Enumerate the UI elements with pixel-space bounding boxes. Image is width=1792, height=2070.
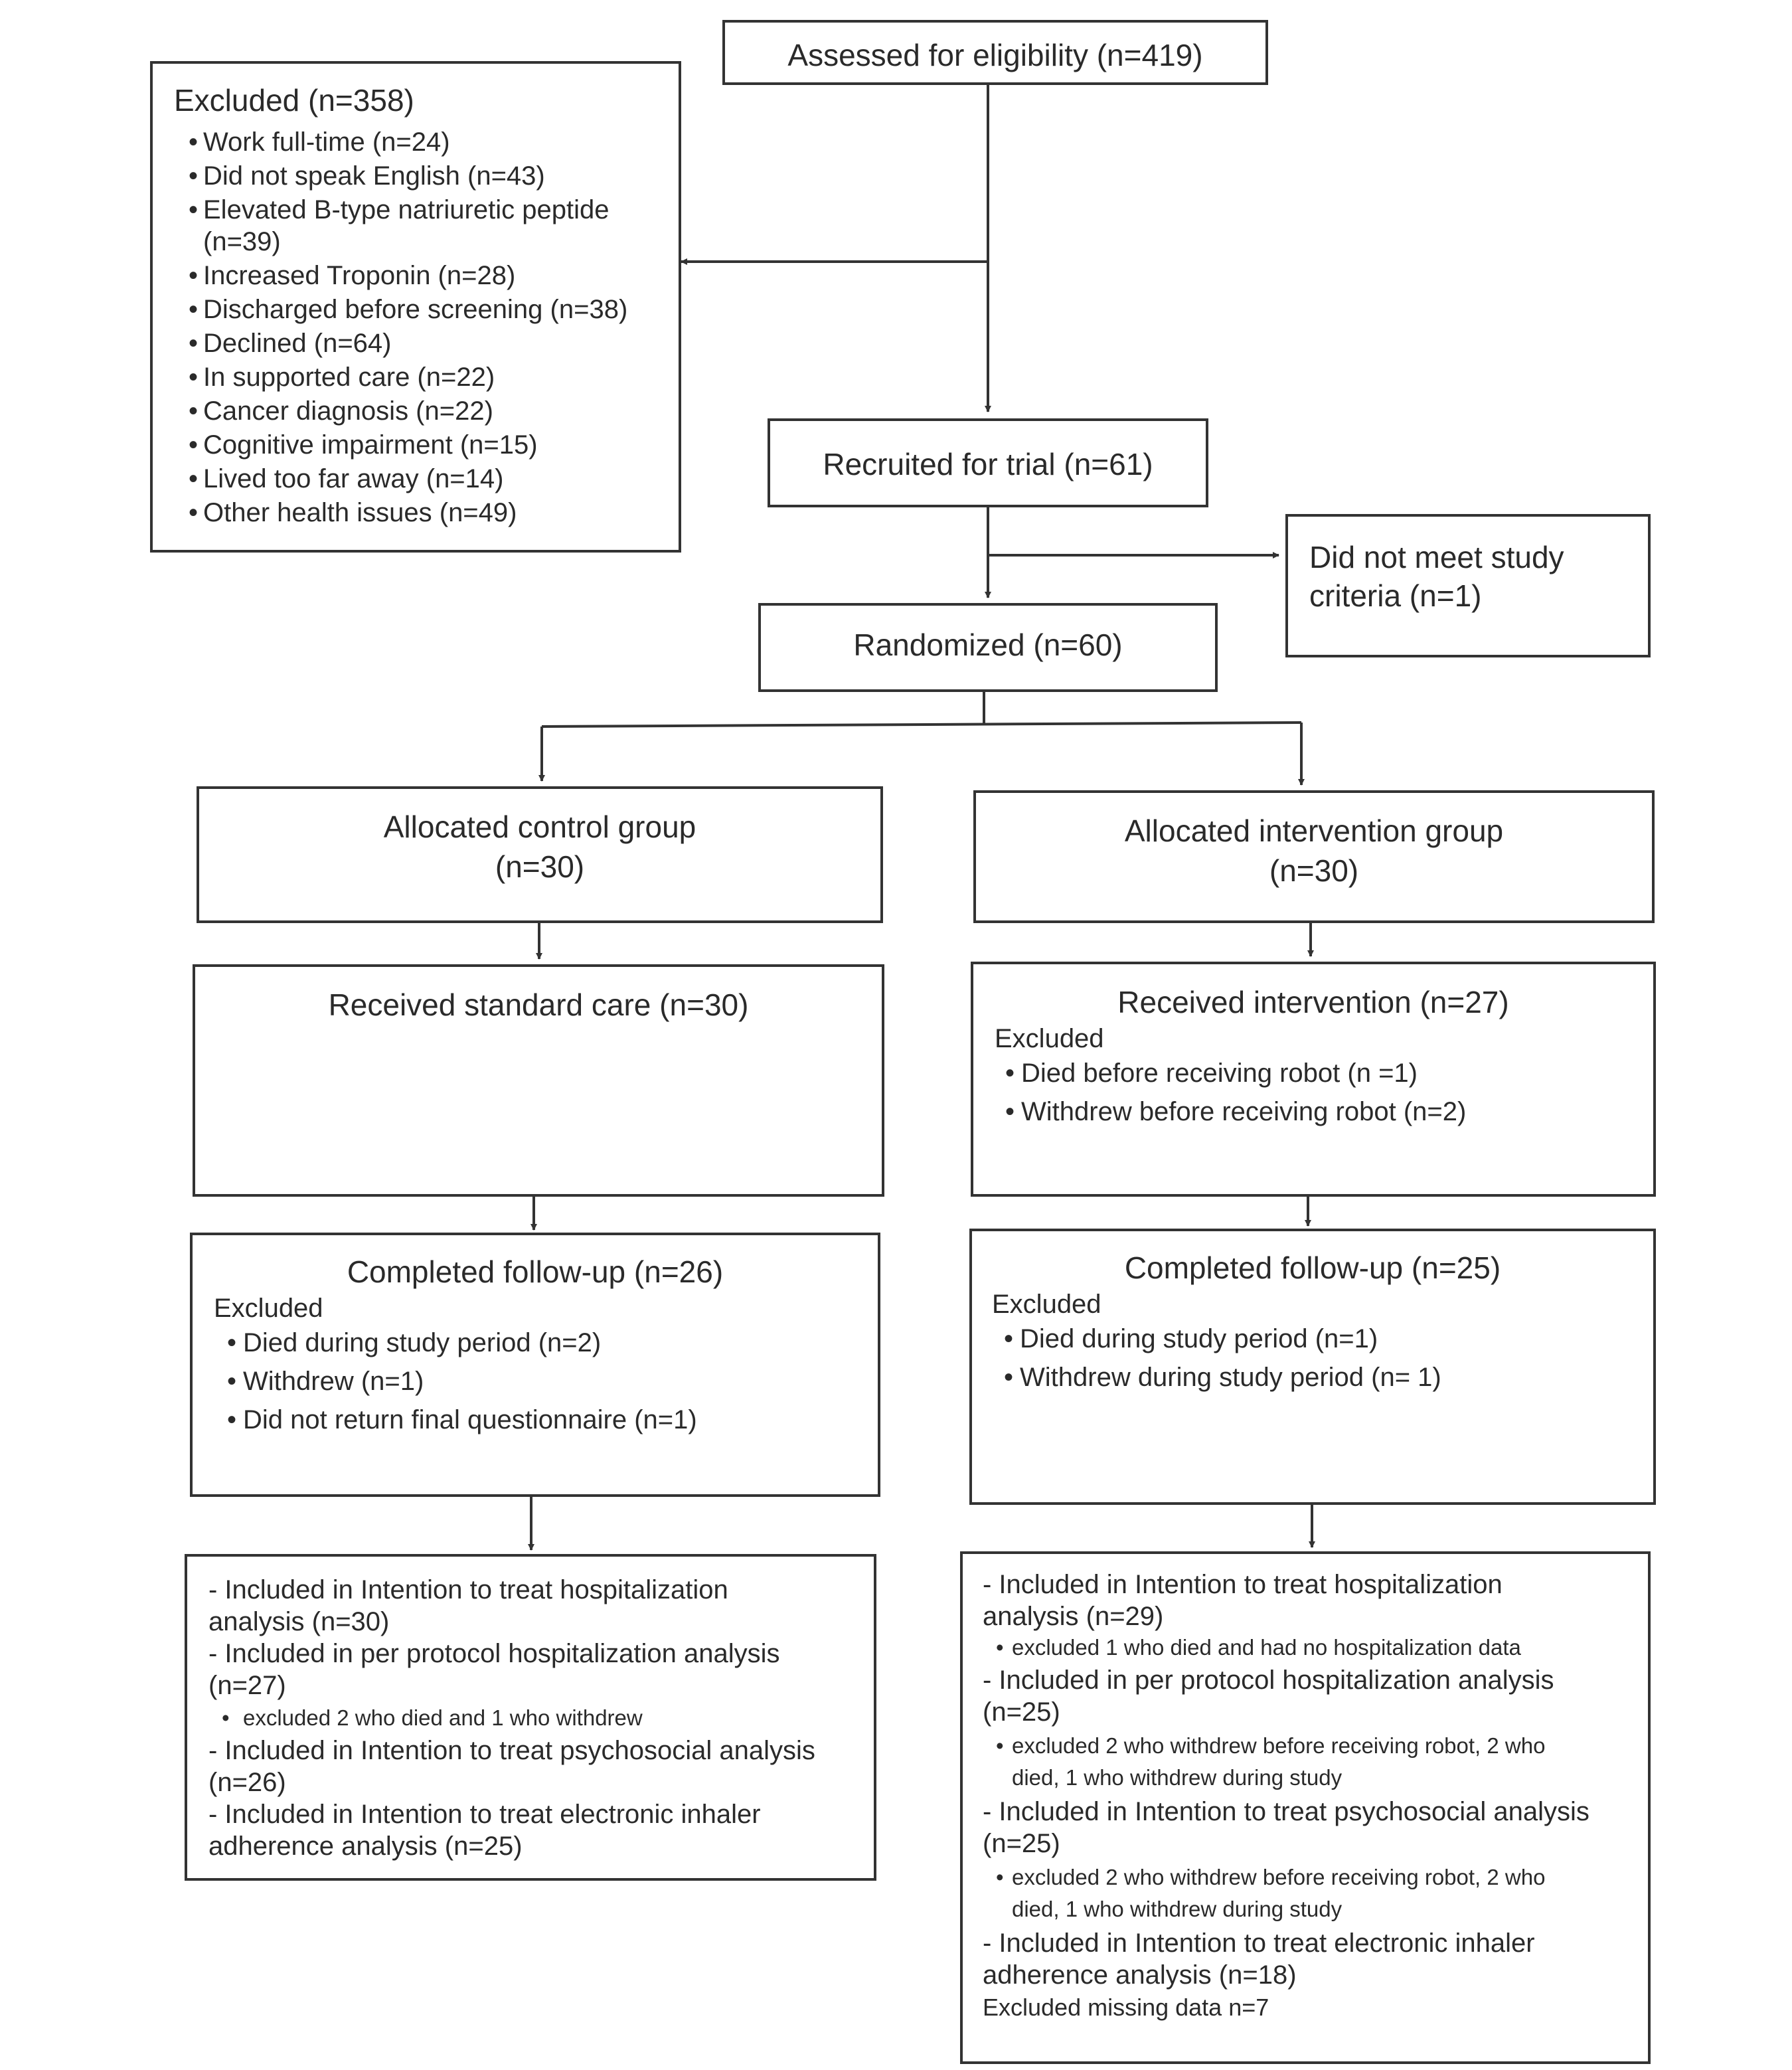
control-followup-item: Did not return final questionnaire (n=1) bbox=[243, 1405, 697, 1434]
control-analysis-line: (n=27) bbox=[208, 1671, 286, 1700]
excluded-item-continued: (n=39) bbox=[203, 227, 281, 256]
intervention-allocation-box: Allocated intervention group (n=30) bbox=[973, 790, 1655, 923]
excluded-bullet: • bbox=[189, 363, 199, 392]
intervention-analysis-line: - Included in Intention to treat hospita… bbox=[983, 1570, 1503, 1599]
excluded-item: Cognitive impairment (n=15) bbox=[203, 430, 538, 460]
excluded-bullet: • bbox=[189, 161, 199, 191]
control-analysis-line: - Included in Intention to treat psychos… bbox=[208, 1736, 815, 1765]
intervention-analysis-sub: excluded 2 who withdrew before receiving… bbox=[1012, 1733, 1546, 1758]
standard-care-label: Received standard care (n=30) bbox=[328, 988, 749, 1022]
excluded-bullet: • bbox=[189, 430, 199, 460]
excluded-bullet: • bbox=[189, 128, 199, 157]
excluded-bullet: • bbox=[189, 464, 199, 493]
intervention-analysis-sub: excluded 1 who died and had no hospitali… bbox=[1012, 1635, 1521, 1660]
control-followup-excluded-label: Excluded bbox=[214, 1294, 323, 1323]
bullet: • bbox=[1004, 1363, 1014, 1392]
received-intervention-box: Received intervention (n=27) Excluded • … bbox=[971, 962, 1656, 1197]
intervention-analysis-box: - Included in Intention to treat hospita… bbox=[960, 1551, 1651, 2064]
excluded-item: Work full-time (n=24) bbox=[203, 128, 450, 157]
intervention-followup-box: Completed follow-up (n=25) Excluded • Di… bbox=[969, 1229, 1656, 1505]
randomized-label: Randomized (n=60) bbox=[853, 628, 1123, 662]
recruited-label: Recruited for trial (n=61) bbox=[823, 447, 1153, 481]
excluded-bullet: • bbox=[189, 195, 199, 224]
excluded-bullet: • bbox=[189, 329, 199, 358]
intervention-analysis-line: - Included in per protocol hospitalizati… bbox=[983, 1666, 1554, 1695]
control-analysis-box: - Included in Intention to treat hospita… bbox=[185, 1554, 876, 1881]
assessed-box: Assessed for eligibility (n=419) bbox=[722, 20, 1268, 85]
control-followup-item: Withdrew (n=1) bbox=[243, 1367, 424, 1396]
excluded-bullet: • bbox=[189, 295, 199, 324]
bullet: • bbox=[227, 1405, 237, 1434]
control-followup-item: Died during study period (n=2) bbox=[243, 1328, 602, 1357]
not-meet-line2: criteria (n=1) bbox=[1309, 578, 1482, 613]
control-analysis-line: (n=26) bbox=[208, 1768, 286, 1797]
control-allocation-line2: (n=30) bbox=[495, 849, 585, 884]
intervention-analysis-line: (n=25) bbox=[983, 1829, 1060, 1858]
standard-care-box: Received standard care (n=30) bbox=[193, 964, 884, 1197]
excluded-item: Discharged before screening (n=38) bbox=[203, 295, 628, 324]
intervention-analysis-line: - Included in Intention to treat psychos… bbox=[983, 1797, 1589, 1826]
intervention-allocation-line2: (n=30) bbox=[1269, 853, 1359, 888]
control-analysis-line: analysis (n=30) bbox=[208, 1607, 390, 1636]
excluded-item: Lived too far away (n=14) bbox=[203, 464, 504, 493]
excluded-bullet: • bbox=[189, 261, 199, 290]
intervention-followup-item: Died during study period (n=1) bbox=[1020, 1324, 1378, 1353]
control-analysis-sub: excluded 2 who died and 1 who withdrew bbox=[243, 1705, 643, 1730]
bullet: • bbox=[996, 1733, 1004, 1758]
randomized-box: Randomized (n=60) bbox=[758, 603, 1218, 692]
excluded-item: In supported care (n=22) bbox=[203, 363, 495, 392]
intervention-analysis-sub: excluded 2 who withdrew before receiving… bbox=[1012, 1865, 1546, 1889]
received-intervention-item: Died before receiving robot (n =1) bbox=[1021, 1059, 1418, 1088]
control-analysis-line: - Included in per protocol hospitalizati… bbox=[208, 1639, 780, 1668]
assessed-label: Assessed for eligibility (n=419) bbox=[787, 38, 1203, 72]
control-followup-box: Completed follow-up (n=26) Excluded • Di… bbox=[190, 1233, 880, 1497]
control-allocation-line1: Allocated control group bbox=[383, 810, 696, 844]
recruited-box: Recruited for trial (n=61) bbox=[768, 418, 1208, 507]
control-followup-title: Completed follow-up (n=26) bbox=[347, 1254, 724, 1289]
excluded-item: Other health issues (n=49) bbox=[203, 498, 517, 527]
excluded-item: Cancer diagnosis (n=22) bbox=[203, 396, 493, 426]
excluded-bullet: • bbox=[189, 498, 199, 527]
bullet: • bbox=[996, 1635, 1004, 1660]
excluded-title: Excluded (n=358) bbox=[174, 83, 414, 118]
excluded-item: Did not speak English (n=43) bbox=[203, 161, 545, 191]
bullet: • bbox=[1004, 1324, 1014, 1353]
intervention-analysis-note: Excluded missing data n=7 bbox=[983, 1994, 1269, 2021]
received-intervention-title: Received intervention (n=27) bbox=[1117, 985, 1509, 1019]
control-analysis-line: - Included in Intention to treat electro… bbox=[208, 1800, 761, 1829]
bullet: • bbox=[1005, 1097, 1015, 1126]
control-analysis-line: - Included in Intention to treat hospita… bbox=[208, 1575, 728, 1604]
intervention-analysis-line: adherence analysis (n=18) bbox=[983, 1960, 1297, 1990]
received-intervention-item: Withdrew before receiving robot (n=2) bbox=[1021, 1097, 1467, 1126]
intervention-analysis-line: (n=25) bbox=[983, 1697, 1060, 1727]
split-bar bbox=[541, 721, 1302, 728]
intervention-analysis-line: analysis (n=29) bbox=[983, 1602, 1164, 1631]
excluded-bullet: • bbox=[189, 396, 199, 426]
control-allocation-box: Allocated control group (n=30) bbox=[197, 786, 883, 923]
bullet: • bbox=[996, 1865, 1004, 1889]
bullet: • bbox=[227, 1328, 237, 1357]
intervention-followup-item: Withdrew during study period (n= 1) bbox=[1020, 1363, 1441, 1392]
intervention-followup-title: Completed follow-up (n=25) bbox=[1124, 1251, 1501, 1285]
not-meet-criteria-box: Did not meet study criteria (n=1) bbox=[1285, 514, 1651, 657]
intervention-allocation-line1: Allocated intervention group bbox=[1124, 814, 1504, 848]
bullet: • bbox=[227, 1367, 237, 1396]
received-intervention-excluded-label: Excluded bbox=[995, 1024, 1104, 1053]
intervention-analysis-sub: died, 1 who withdrew during study bbox=[1012, 1765, 1343, 1790]
bullet: • bbox=[222, 1705, 230, 1730]
excluded-item: Increased Troponin (n=28) bbox=[203, 261, 516, 290]
intervention-analysis-sub: died, 1 who withdrew during study bbox=[1012, 1897, 1343, 1921]
control-analysis-line: adherence analysis (n=25) bbox=[208, 1832, 523, 1861]
intervention-analysis-line: - Included in Intention to treat electro… bbox=[983, 1929, 1535, 1958]
excluded-item: Declined (n=64) bbox=[203, 329, 392, 358]
intervention-followup-excluded-label: Excluded bbox=[992, 1290, 1101, 1319]
excluded-item: Elevated B-type natriuretic peptide bbox=[203, 195, 610, 224]
excluded-box: Excluded (n=358) • Work full-time (n=24)… bbox=[150, 61, 681, 553]
not-meet-line1: Did not meet study bbox=[1309, 540, 1564, 574]
bullet: • bbox=[1005, 1059, 1015, 1088]
